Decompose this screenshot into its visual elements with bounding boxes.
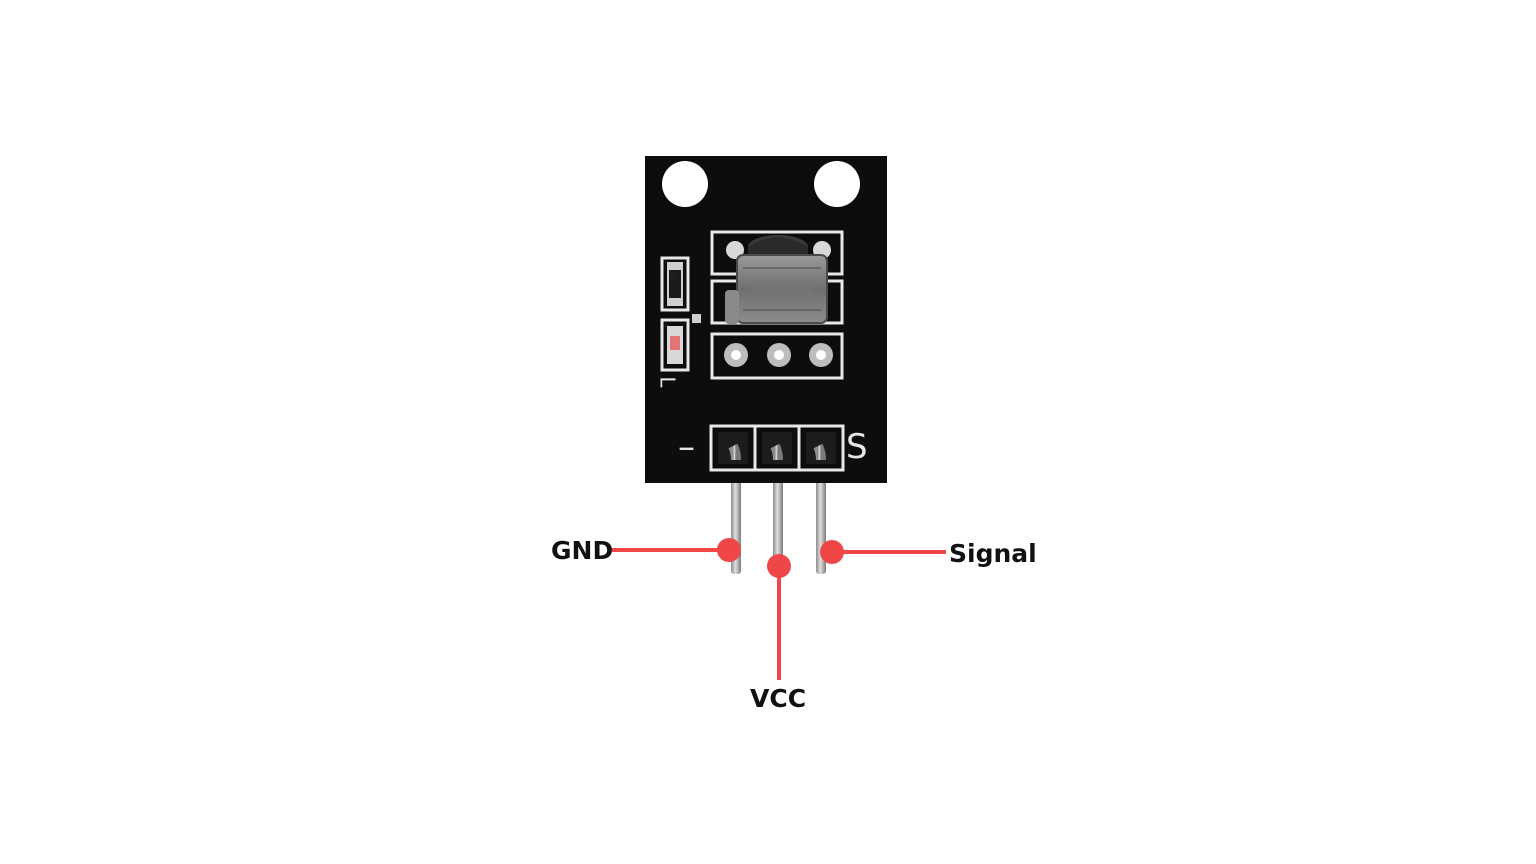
smd-led-icon — [660, 314, 701, 372]
smd-resistor-icon — [660, 256, 690, 312]
silkscreen-minus: – — [678, 427, 695, 467]
pin-label-gnd: GND — [551, 536, 614, 565]
signal-pointer-dot — [820, 540, 844, 564]
pin-label-signal: Signal — [949, 539, 1037, 568]
mounting-hole-right — [814, 161, 860, 207]
sensor-pad-1 — [726, 241, 744, 259]
vcc-pointer-dot — [767, 554, 791, 578]
silkscreen-led-mark: L — [655, 376, 680, 388]
pad-row-1-hole — [731, 350, 741, 360]
pad-row-3-hole — [816, 350, 826, 360]
resistor-code: 102 — [667, 269, 678, 288]
gnd-pointer-dot — [717, 538, 741, 562]
pcb-board — [645, 156, 887, 483]
ir-sensor-icon — [725, 235, 828, 324]
silkscreen-signal-mark: S — [846, 427, 868, 467]
pad-row-2-hole — [774, 350, 784, 360]
mounting-hole-left — [662, 161, 708, 207]
header-outline — [709, 424, 845, 472]
pad-row-outline — [710, 332, 844, 380]
pin-callouts — [612, 538, 946, 680]
pin-label-vcc: VCC — [750, 684, 807, 713]
